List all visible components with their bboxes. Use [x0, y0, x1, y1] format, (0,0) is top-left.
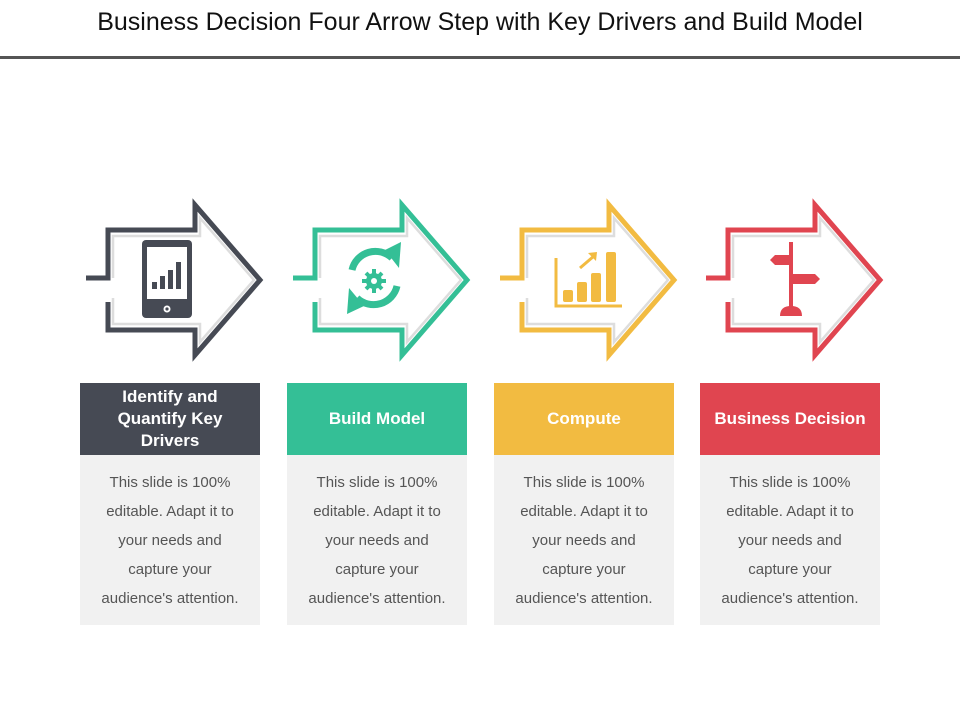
- step-arrow: [706, 198, 884, 362]
- title-divider: [0, 56, 960, 59]
- growth-chart-icon: [554, 252, 622, 308]
- gear-refresh-icon: [347, 242, 401, 314]
- step-description: This slide is 100% editable. Adapt it to…: [494, 455, 674, 625]
- slide-title: Business Decision Four Arrow Step with K…: [97, 8, 863, 36]
- step-description: This slide is 100% editable. Adapt it to…: [700, 455, 880, 625]
- step-arrow: [293, 198, 471, 362]
- step-arrow: [500, 198, 678, 362]
- step-arrow: [86, 198, 264, 362]
- step-heading: Build Model: [287, 383, 467, 455]
- signpost-icon: [770, 242, 820, 316]
- step-heading: Business Decision: [700, 383, 880, 455]
- step-description: This slide is 100% editable. Adapt it to…: [287, 455, 467, 625]
- tablet-chart-icon: [142, 240, 192, 318]
- step-heading: Compute: [494, 383, 674, 455]
- step-description: This slide is 100% editable. Adapt it to…: [80, 455, 260, 625]
- step-heading: Identify and Quantify Key Drivers: [80, 383, 260, 455]
